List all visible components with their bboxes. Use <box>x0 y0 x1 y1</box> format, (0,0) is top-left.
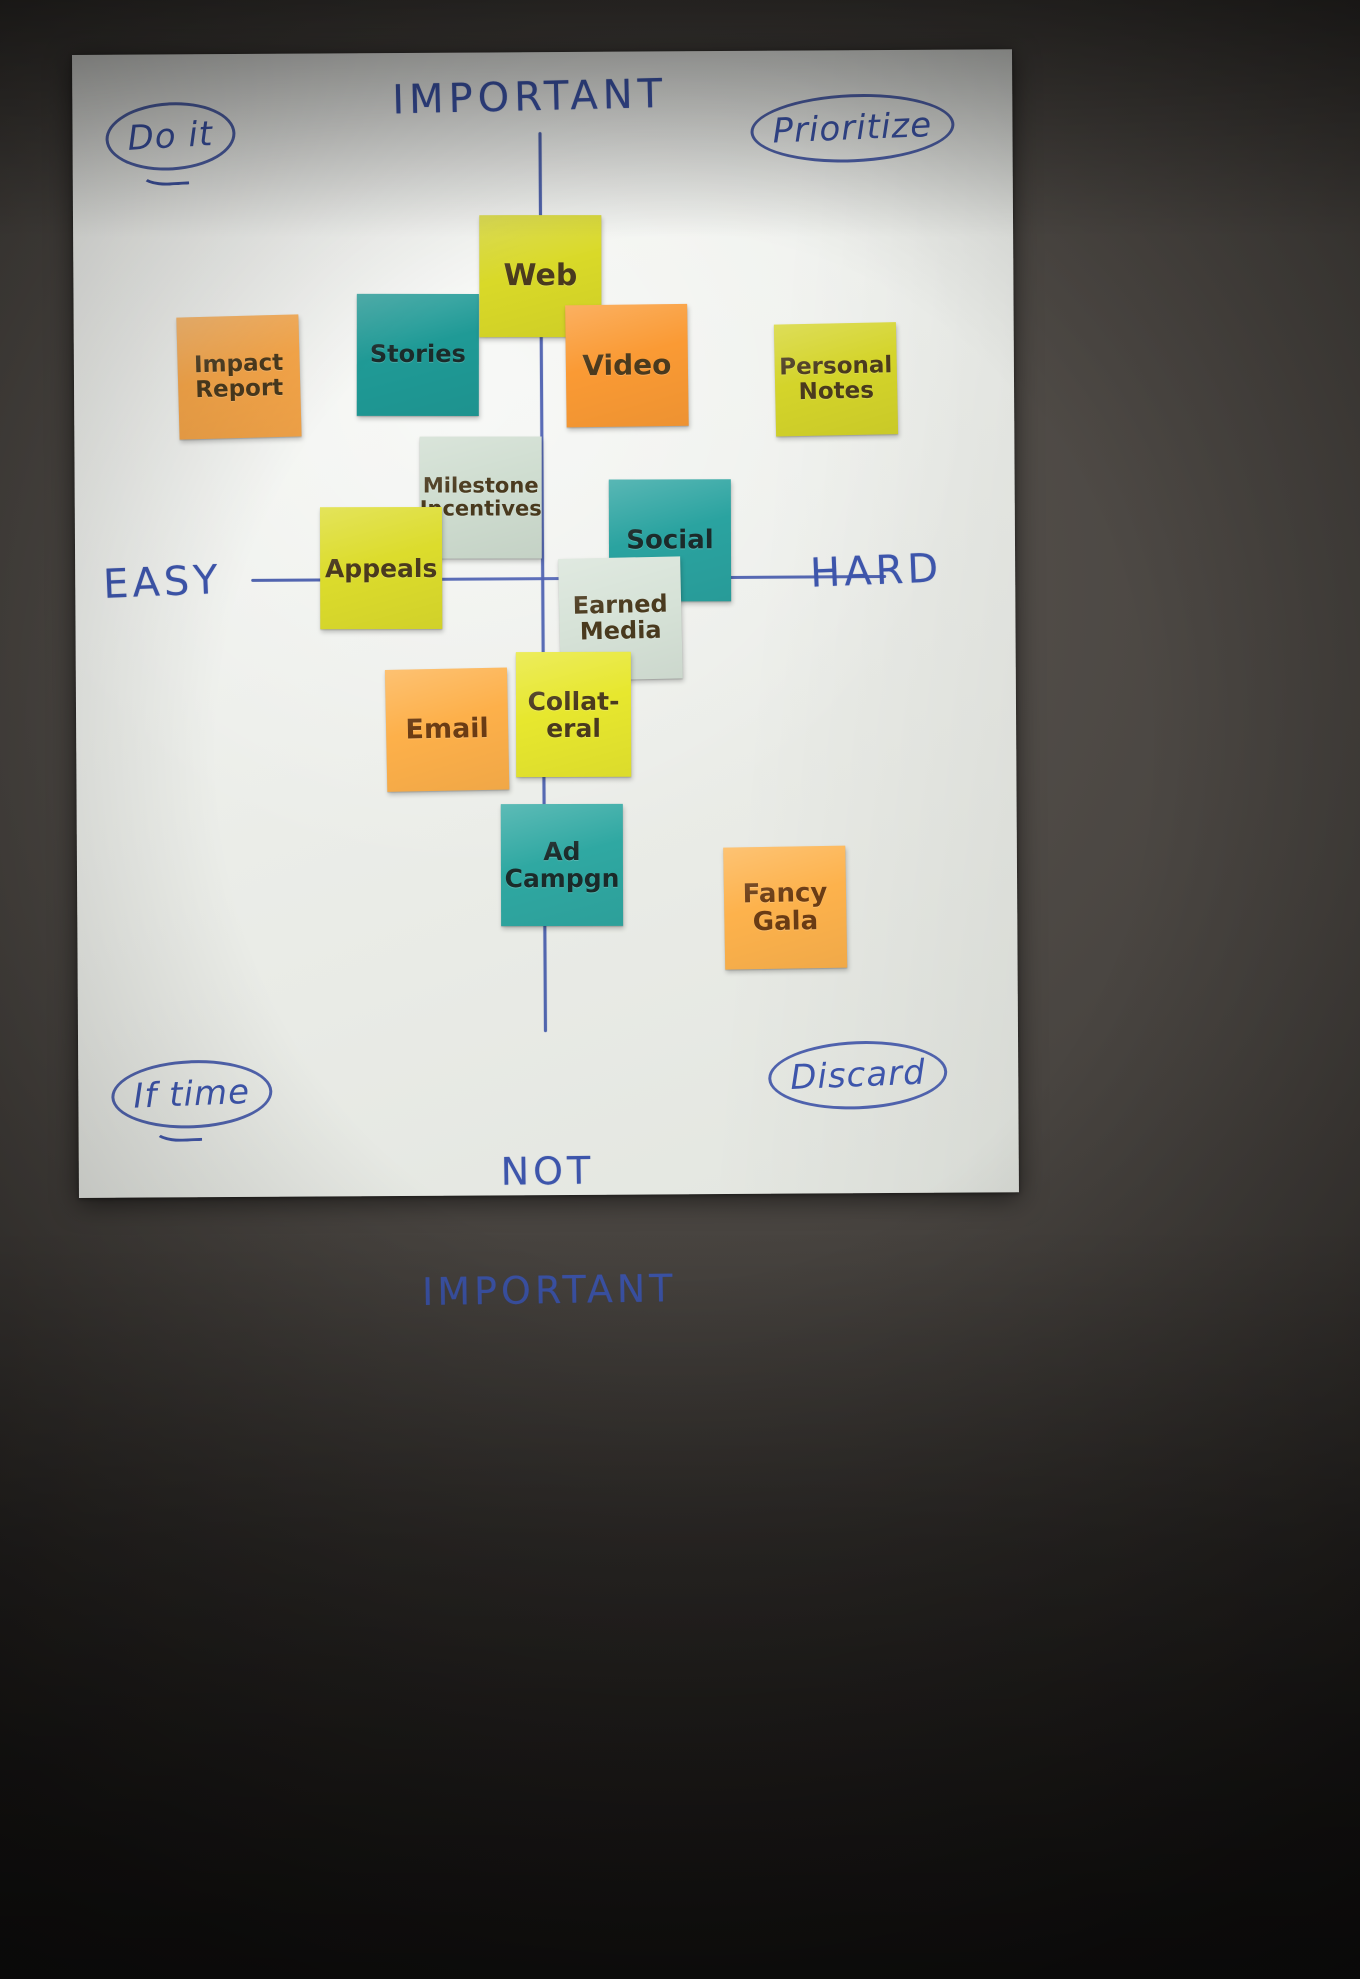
sticky-note-text: Appeals <box>324 553 438 583</box>
ellipse-outline-prioritize <box>749 90 956 167</box>
sticky-note-text-line2: Campgn <box>504 863 620 894</box>
sticky-note-text: Web <box>503 257 578 293</box>
sticky-note-video[interactable]: Video <box>565 303 689 428</box>
sticky-note-text: Milestone <box>422 473 539 498</box>
axis-label-easy: EASY <box>102 557 223 608</box>
flipchart-paper: IMPORTANT NOT IMPORTANT EASY HARD Do it … <box>72 49 1019 1314</box>
sticky-note-text-line2: Gala <box>752 906 819 938</box>
sticky-note-text: Social <box>626 525 714 556</box>
sticky-note-email[interactable]: Email <box>384 667 510 792</box>
sticky-note-text: Impact <box>193 349 284 379</box>
quadrant-label-do-it: Do it <box>103 98 237 188</box>
sticky-note-stories[interactable]: Stories <box>356 293 479 416</box>
ellipse-outline-discard <box>766 1037 950 1113</box>
sticky-note-text: Collat- <box>527 686 620 716</box>
sticky-note-collateral[interactable]: Collat-eral <box>515 651 632 778</box>
desk-area <box>0 1455 1360 1979</box>
sticky-note-text: Email <box>405 713 490 746</box>
sticky-note-text: Ad <box>543 836 581 867</box>
axis-label-not-important-line2: IMPORTANT <box>421 1266 677 1315</box>
sticky-note-text: Personal <box>778 352 893 381</box>
ellipse-tail-if-time <box>152 1117 203 1143</box>
axis-label-hard: HARD <box>809 545 944 597</box>
ellipse-tail-do-it <box>139 161 190 188</box>
axis-label-not-important: NOT IMPORTANT <box>419 1070 678 1393</box>
axis-label-important: IMPORTANT <box>391 70 668 124</box>
quadrant-label-prioritize: Prioritize <box>749 90 956 167</box>
quadrant-label-if-time: If time <box>110 1057 274 1143</box>
sticky-note-text-line2: Notes <box>798 377 875 406</box>
sticky-note-text-line2: Report <box>194 374 284 404</box>
sticky-note-text: Video <box>582 347 672 383</box>
sticky-note-text: Fancy <box>742 877 828 910</box>
sticky-note-appeals[interactable]: Appeals <box>319 506 443 630</box>
axis-label-not-important-line1: NOT <box>500 1148 595 1194</box>
sticky-note-text-line2: eral <box>546 713 601 743</box>
quadrant-label-discard: Discard <box>766 1037 950 1113</box>
sticky-note-text: Stories <box>369 339 466 368</box>
sticky-note-text-line2: Media <box>579 615 662 646</box>
